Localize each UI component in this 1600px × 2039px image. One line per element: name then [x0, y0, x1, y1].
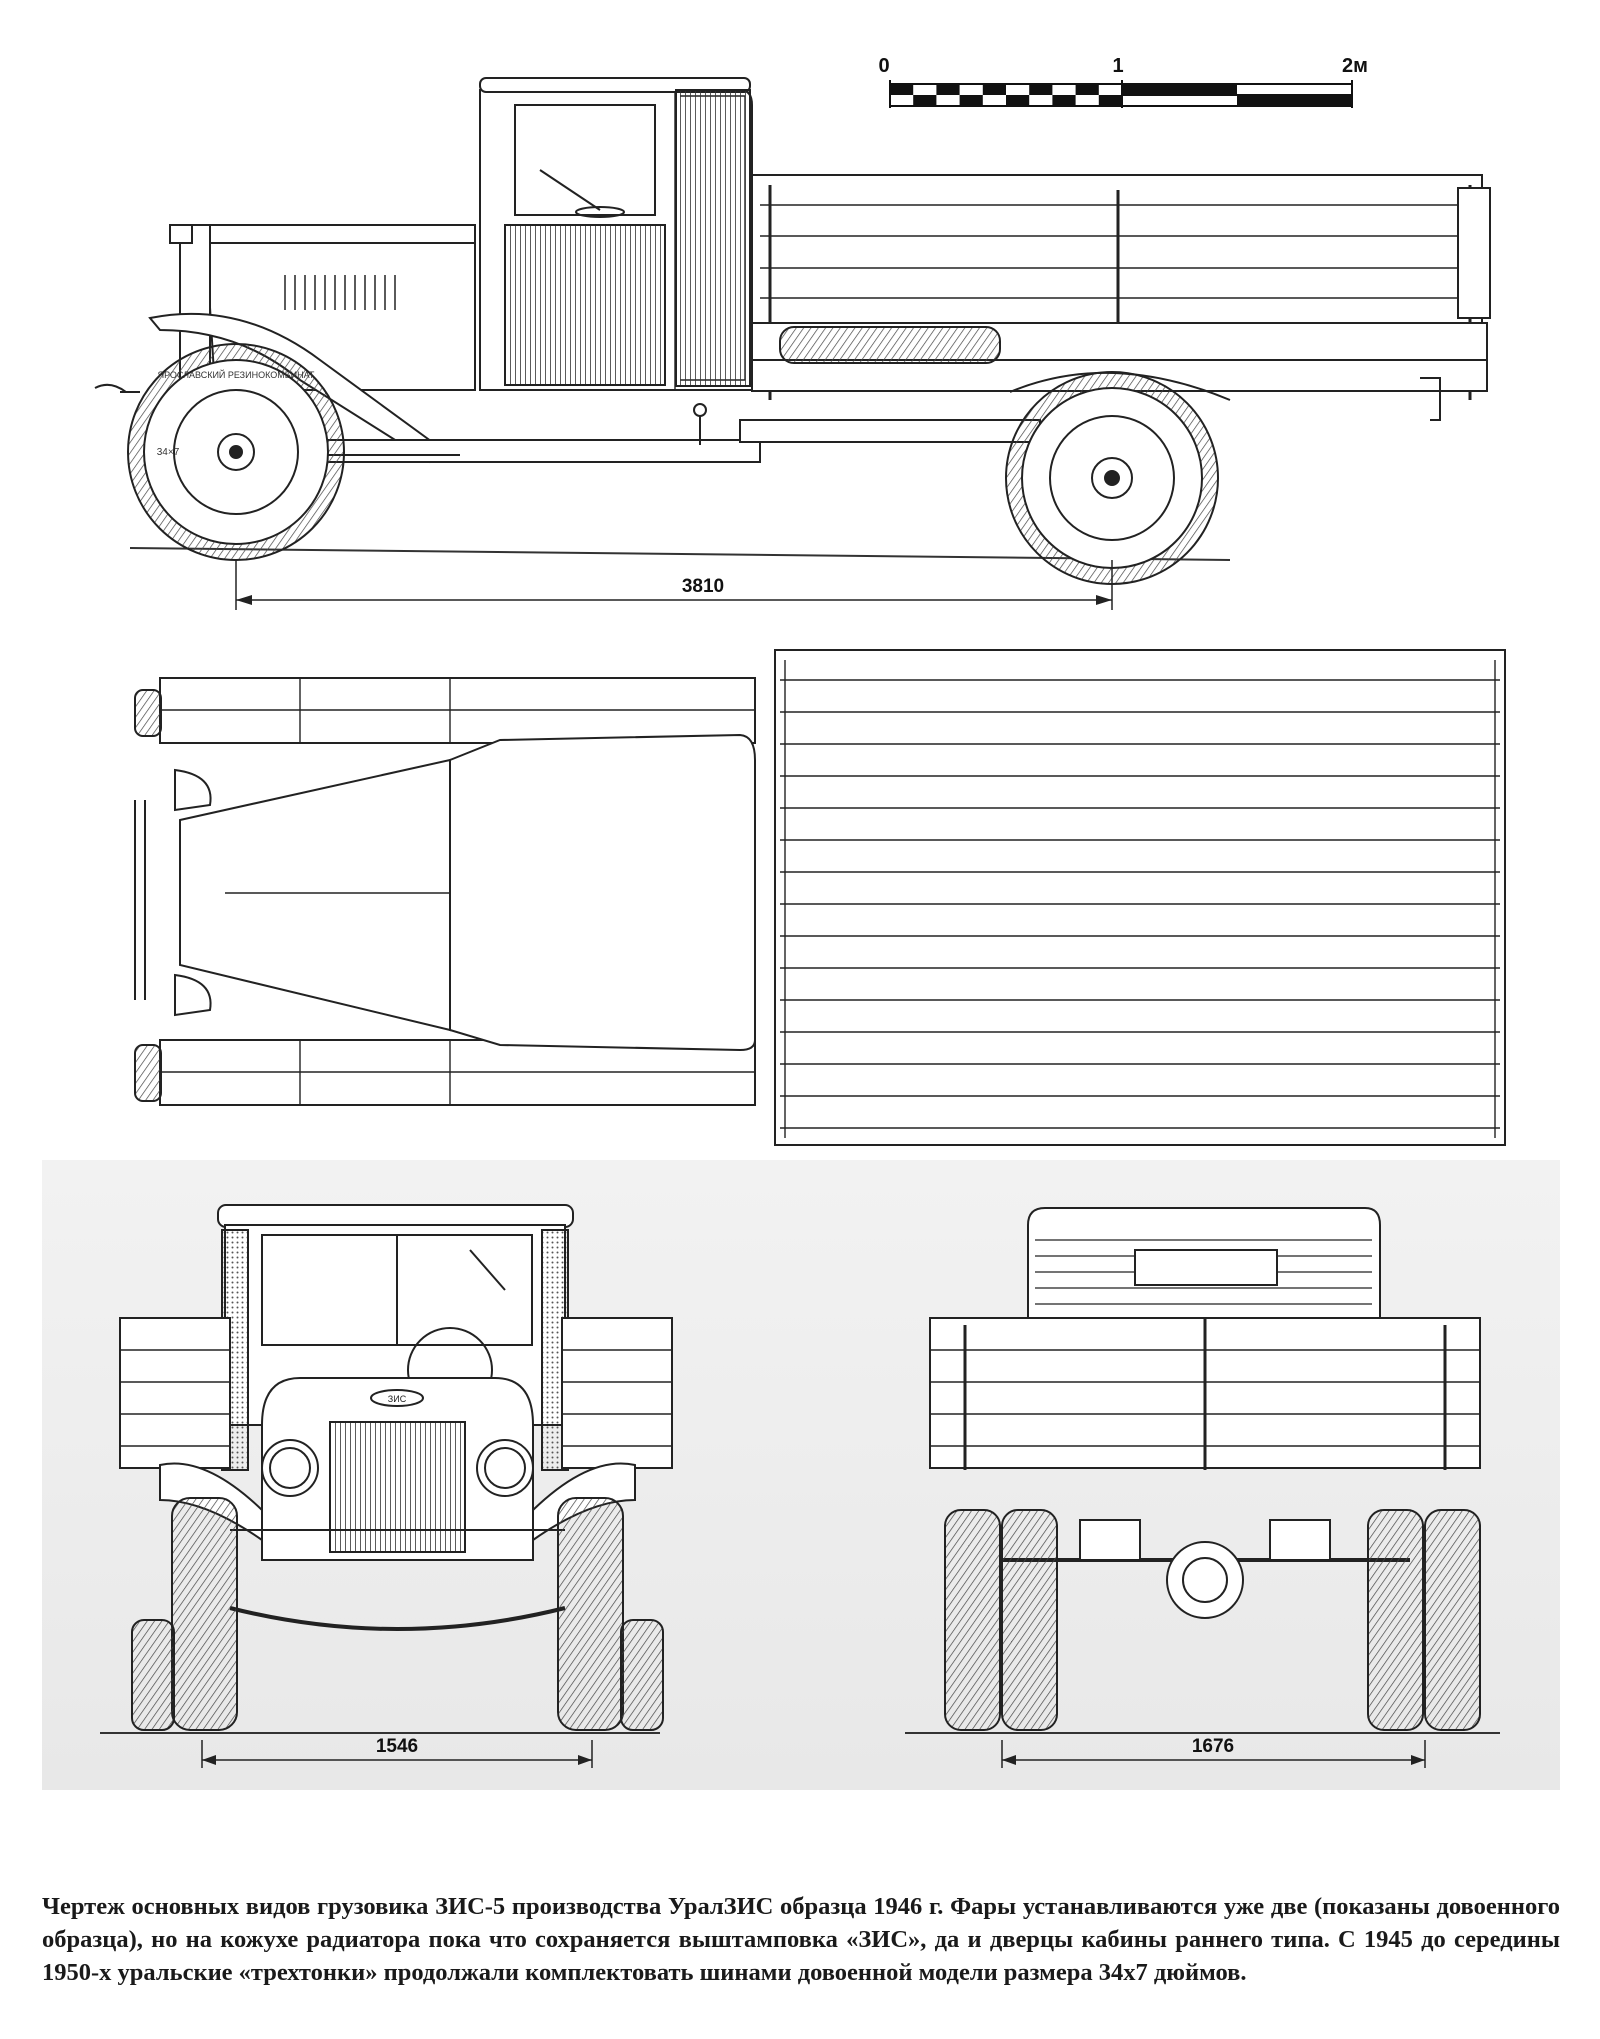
wheelbase-dimension: 3810 — [235, 560, 1113, 610]
side-front-wheel: ЯРОСЛАВСКИЙ РЕЗИНОКОМБИНАТ 34×7 — [127, 343, 345, 561]
radiator-emblem: ЗИС — [388, 1394, 407, 1404]
scale-check — [1075, 84, 1099, 95]
scale-check — [1052, 95, 1076, 106]
scale-check — [959, 95, 983, 106]
scale-check — [1098, 95, 1122, 106]
scale-check — [1006, 95, 1030, 106]
scale-label-2: 2м — [1342, 55, 1368, 77]
tire-size-text: 34×7 — [157, 447, 180, 458]
scale-label-0: 0 — [878, 55, 889, 77]
scale-check — [936, 84, 960, 95]
scale-check — [982, 84, 1006, 95]
truck-drawing: 0 1 2м — [42, 55, 1560, 1790]
scale-bar: 0 1 2м — [878, 55, 1368, 108]
scale-label-1: 1 — [1112, 55, 1123, 77]
rear-track-dimension: 1676 — [1001, 1736, 1426, 1768]
side-view: ЯРОСЛАВСКИЙ РЕЗИНОКОМБИНАТ 34×7 — [94, 77, 1491, 585]
side-rear-wheel — [1005, 371, 1219, 585]
tire-brand-text: ЯРОСЛАВСКИЙ РЕЗИНОКОМБИНАТ — [158, 369, 315, 380]
scale-check — [890, 84, 914, 95]
front-view: ЗИС — [100, 1204, 673, 1734]
scale-check — [1029, 84, 1053, 95]
rear-view — [905, 1207, 1500, 1734]
front-track-dimension: 1546 — [201, 1736, 593, 1768]
scale-checkerboard — [889, 83, 1353, 107]
scale-check — [913, 95, 937, 106]
rear-track-label: 1676 — [1192, 1736, 1234, 1757]
wheelbase-label: 3810 — [682, 576, 724, 597]
top-view — [134, 649, 1506, 1146]
front-track-label: 1546 — [376, 1736, 418, 1757]
figure-caption: Чертеж основных видов грузовика ЗИС-5 пр… — [42, 1893, 1560, 1986]
